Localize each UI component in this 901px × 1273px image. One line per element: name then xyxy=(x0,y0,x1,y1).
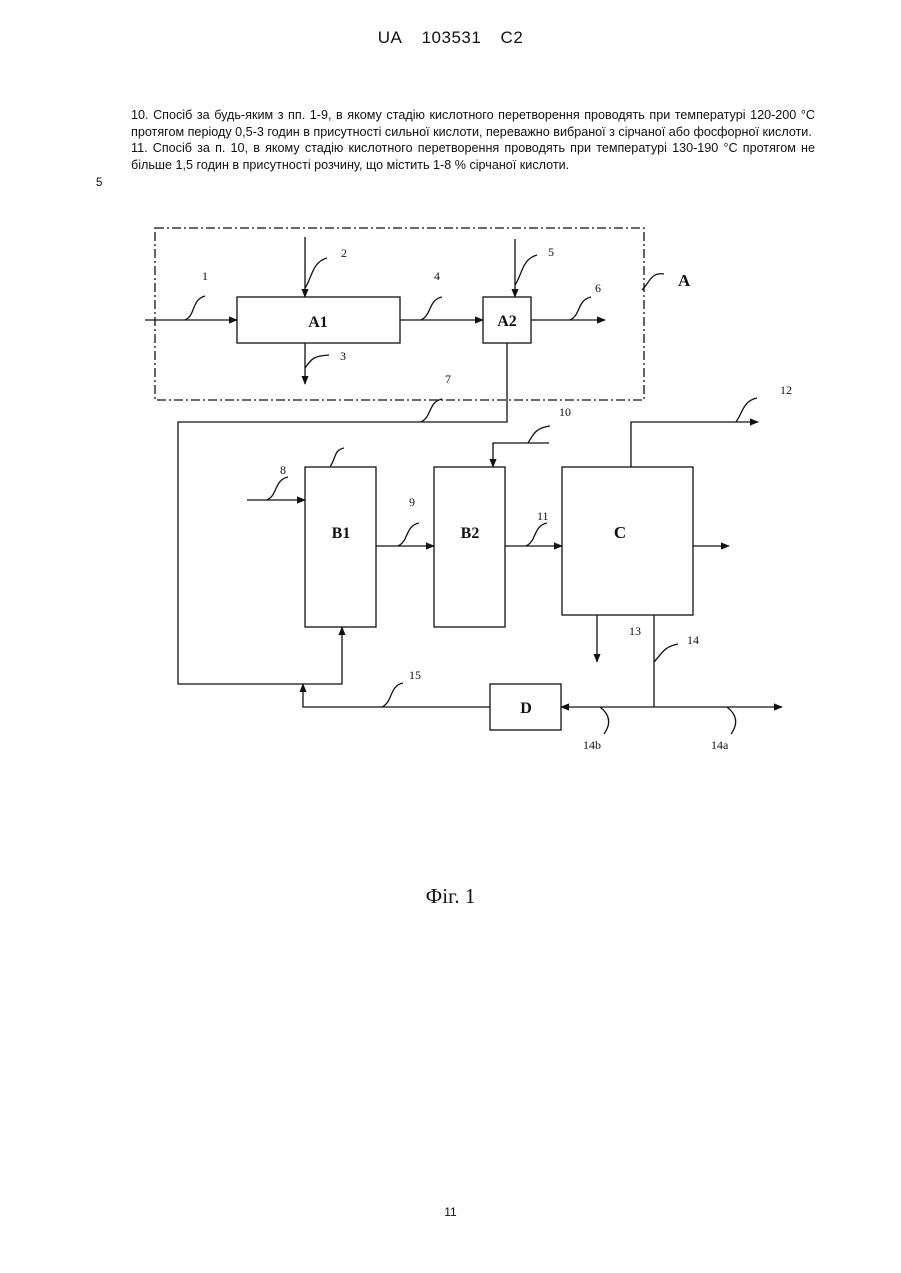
stream-6-label: 6 xyxy=(595,281,601,295)
stream-8-label: 8 xyxy=(280,463,286,477)
stream-14a-label: 14a xyxy=(711,738,729,752)
stream-4-label: 4 xyxy=(434,269,440,283)
block-b2-label: B2 xyxy=(461,525,480,542)
block-b1-label: B1 xyxy=(332,525,351,542)
page-number: 11 xyxy=(0,1205,901,1219)
stream-11-label: 11 xyxy=(537,509,549,523)
stream-14b-label: 14b xyxy=(583,738,601,752)
group-a-label: A xyxy=(678,271,691,290)
stream-9-label: 9 xyxy=(409,495,415,509)
block-c xyxy=(562,467,693,615)
block-a2-label: A2 xyxy=(497,313,517,330)
block-b1 xyxy=(305,467,376,627)
stream-7-label: 7 xyxy=(445,372,451,386)
stream-14-label: 14 xyxy=(687,633,699,647)
process-flow-diagram: A1 A2 B1 B2 C D A 1 2 3 4 5 6 7 8 9 10 1… xyxy=(0,0,901,800)
stream-2-label: 2 xyxy=(341,246,347,260)
stream-15-label: 15 xyxy=(409,668,421,682)
stream-13-label: 13 xyxy=(629,624,641,638)
block-c-label: C xyxy=(614,523,626,542)
block-a1-label: A1 xyxy=(308,314,328,331)
stream-5-label: 5 xyxy=(548,245,554,259)
stream-10-label: 10 xyxy=(559,405,571,419)
block-d-label: D xyxy=(520,700,532,717)
stream-12-label: 12 xyxy=(780,383,792,397)
figure-caption: Фіг. 1 xyxy=(0,884,901,909)
stream-1-label: 1 xyxy=(202,269,208,283)
stream-3-label: 3 xyxy=(340,349,346,363)
block-b2 xyxy=(434,467,505,627)
